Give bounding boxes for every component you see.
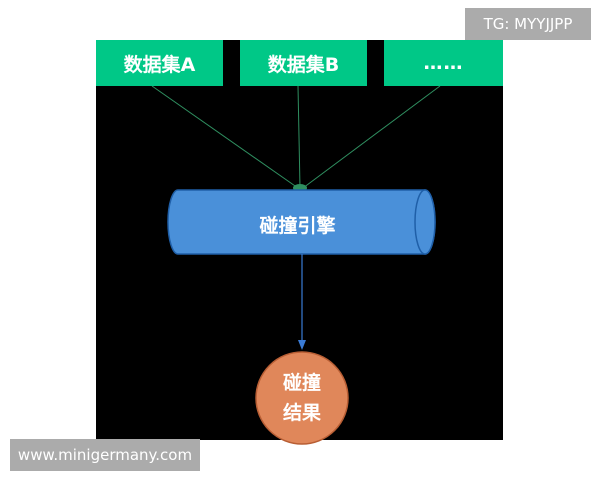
source-b-label: 数据集B: [267, 53, 340, 76]
source-a-label: 数据集A: [123, 53, 196, 76]
engine-cylinder-end: [414, 189, 436, 255]
result-circle: [255, 351, 349, 445]
watermark-site: www.minigermany.com: [10, 439, 200, 471]
source-box-a: 数据集A: [96, 40, 223, 86]
source-box-more: ……: [384, 40, 503, 86]
connector-more-to-engine: [302, 85, 441, 189]
result-label: 碰撞 结果: [256, 355, 348, 441]
connector-b-to-engine: [297, 85, 301, 189]
source-box-b: 数据集B: [240, 40, 367, 86]
engine-label: 碰撞引擎: [259, 214, 336, 237]
connector-a-to-engine: [151, 85, 299, 189]
source-more-label: ……: [423, 52, 464, 74]
result-label-line1: 碰撞: [282, 372, 321, 394]
result-label-line2: 结果: [282, 402, 321, 424]
output-arrowhead: [298, 340, 306, 350]
watermark-telegram: TG: MYYJJPP: [465, 8, 591, 40]
